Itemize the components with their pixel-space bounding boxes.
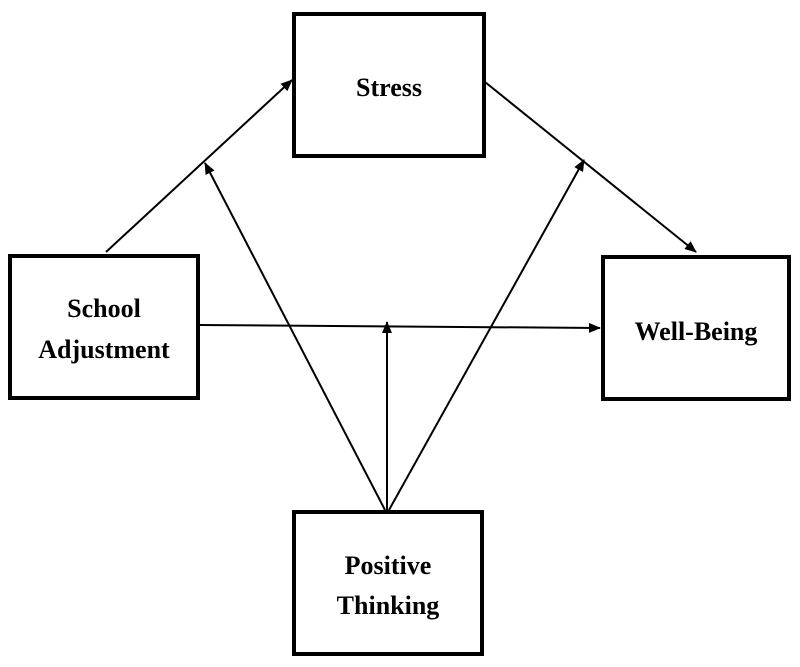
edge-school-adjustment-to-well-being — [199, 322, 601, 333]
well-being-label: Well-Being — [635, 317, 758, 346]
edge-stress-to-well-being — [484, 81, 697, 253]
school-adjustment-label-line-1: School — [67, 294, 141, 323]
positive-thinking-box — [292, 510, 484, 656]
positive-thinking-label-line-1: Positive — [345, 551, 432, 580]
stress-box — [292, 12, 486, 158]
node-school-adjustment: School Adjustment — [8, 254, 200, 400]
stress-label: Stress — [356, 73, 422, 102]
school-adjustment-label-line-2: Adjustment — [38, 335, 170, 364]
edge-positive-thinking-moderates-school-stress — [204, 162, 386, 511]
edges — [105, 79, 697, 511]
positive-thinking-label-line-2: Thinking — [337, 591, 440, 620]
school-adjustment-box — [8, 254, 200, 400]
edge-school-adjustment-to-stress — [105, 79, 293, 253]
node-well-being: Well-Being — [601, 255, 791, 401]
node-stress: Stress — [292, 12, 486, 158]
well-being-box — [601, 255, 791, 401]
edge-positive-thinking-moderates-stress-wellbeing — [388, 159, 585, 511]
node-positive-thinking: Positive Thinking — [292, 510, 484, 656]
